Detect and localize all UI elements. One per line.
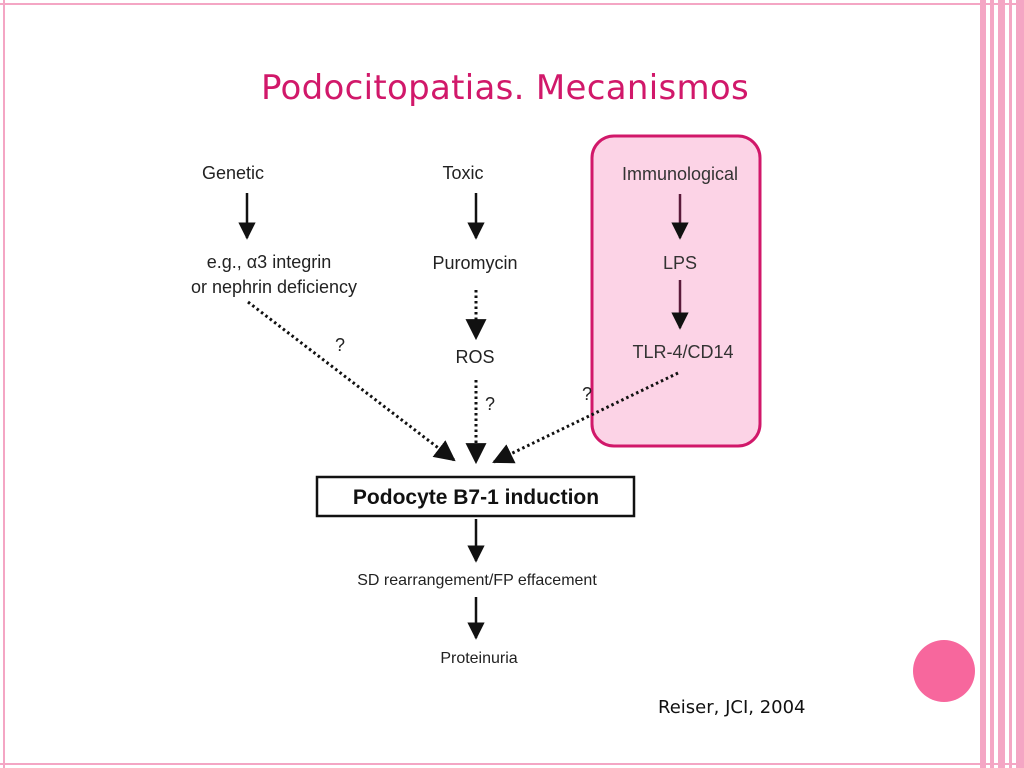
frame-line-bottom (0, 763, 1024, 765)
slide-title: Podocitopatias. Mecanismos (260, 68, 750, 108)
b7-1-induction-box (315, 475, 636, 518)
toxic-header: Toxic (442, 163, 483, 183)
stripe (998, 0, 1005, 768)
genetic-header: Genetic (202, 163, 264, 183)
toxic-agent: Puromycin (432, 253, 517, 273)
genetic-example-line1: e.g., α3 integrin (207, 252, 331, 272)
genetic-link-question: ? (335, 335, 345, 355)
citation: Reiser, JCI, 2004 (658, 697, 806, 718)
proteinuria-label: Proteinuria (440, 650, 517, 667)
toxic-link-question: ? (485, 394, 495, 414)
frame-line-top (0, 3, 1024, 5)
stripe (990, 0, 994, 768)
b7-1-induction-label: Podocyte B7-1 induction (353, 486, 599, 509)
stripe (980, 0, 986, 768)
frame-line-left (3, 0, 5, 768)
stripe (1009, 0, 1012, 768)
toxic-mediator: ROS (455, 347, 494, 367)
decorative-stripes (980, 0, 1024, 768)
decorative-dot (913, 640, 975, 702)
immunological-link-question: ? (582, 384, 592, 404)
immunological-agent: LPS (663, 253, 697, 273)
immunological-highlight-box (590, 134, 762, 448)
genetic-dotted-link (247, 300, 456, 462)
immunological-receptor: TLR-4/CD14 (632, 342, 733, 362)
genetic-example-line2: or nephrin deficiency (191, 277, 357, 297)
immunological-dotted-link (492, 371, 679, 464)
stripe (1016, 0, 1024, 768)
sd-rearrangement-label: SD rearrangement/FP effacement (357, 572, 597, 589)
immunological-header: Immunological (622, 164, 738, 184)
